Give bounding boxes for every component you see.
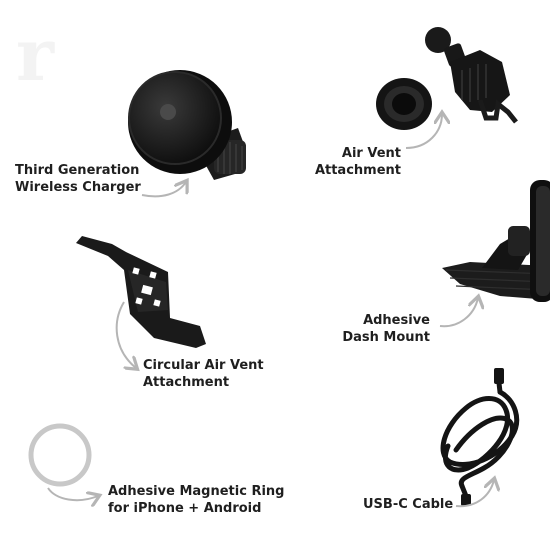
- label-wireless-charger: Third Generation Wireless Charger: [15, 163, 141, 195]
- arrow-air-vent: [405, 114, 442, 149]
- usb-c-cable-image: [440, 368, 520, 506]
- magnetic-ring-image: [28, 423, 92, 487]
- arrow-circular-air-vent: [115, 301, 136, 368]
- arrow-usb-c-cable: [455, 480, 494, 508]
- wireless-charger-image: [128, 70, 246, 180]
- label-dash-mount: Adhesive Dash Mount: [342, 313, 430, 345]
- arrow-magnetic-ring: [47, 487, 98, 500]
- arrow-dash-mount: [439, 298, 478, 328]
- brand-watermark: r: [16, 12, 55, 97]
- label-magnetic-ring: Adhesive Magnetic Ring for iPhone + Andr…: [108, 484, 285, 516]
- label-usb-c-cable: USB-C Cable: [363, 497, 454, 512]
- label-circular-air-vent: Circular Air Vent Attachment: [143, 358, 264, 390]
- dash-mount-image: [442, 180, 550, 302]
- arrow-wireless-charger: [141, 182, 186, 198]
- air-vent-attachment-image: [376, 27, 518, 130]
- label-air-vent: Air Vent Attachment: [314, 146, 401, 178]
- circular-air-vent-attachment-image: [76, 236, 206, 348]
